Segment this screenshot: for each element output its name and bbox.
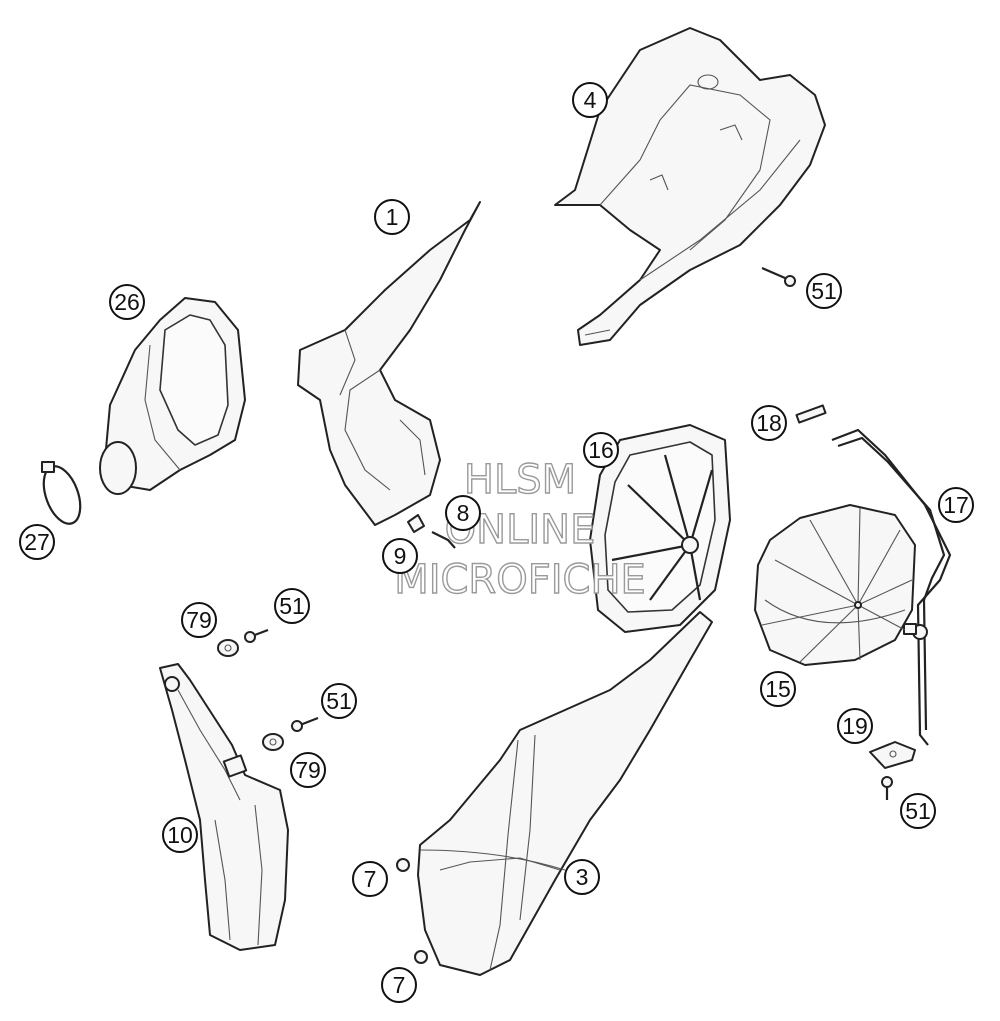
screw-51-middle[interactable]: [291, 716, 319, 732]
part-18-pin[interactable]: [795, 404, 827, 424]
callout-label: 51: [811, 278, 837, 304]
callout-label: 9: [394, 543, 407, 569]
callout-label: 27: [24, 529, 50, 555]
callout-label: 19: [842, 713, 868, 739]
part-9-clip[interactable]: [407, 514, 425, 533]
callout-51-bracket[interactable]: 51: [900, 793, 936, 829]
part-16-filter-cage[interactable]: [589, 424, 731, 633]
callout-7-lower[interactable]: 7: [381, 967, 417, 1003]
callout-label: 7: [393, 972, 406, 998]
part-26-filter-boot[interactable]: [99, 297, 246, 495]
part-17-filter-holder[interactable]: [831, 428, 952, 746]
callout-label: 1: [386, 204, 399, 230]
part-27-hose-clamp[interactable]: [37, 461, 88, 528]
part-19-bracket[interactable]: [869, 741, 916, 769]
callout-label: 79: [295, 757, 321, 783]
part-10-side-panel[interactable]: [159, 663, 289, 951]
screw-51-bracket[interactable]: [881, 776, 893, 800]
callout-79-lower[interactable]: 79: [290, 752, 326, 788]
callout-label: 17: [943, 492, 969, 518]
callout-16[interactable]: 16: [583, 432, 619, 468]
callout-label: 51: [279, 593, 305, 619]
screw-51-top[interactable]: [761, 266, 796, 287]
part-1-side-cover[interactable]: [297, 201, 481, 526]
callout-label: 18: [756, 410, 782, 436]
callout-18[interactable]: 18: [751, 405, 787, 441]
callout-label: 79: [186, 607, 212, 633]
callout-label: 4: [584, 87, 597, 113]
callout-19[interactable]: 19: [837, 708, 873, 744]
screw-51-upper[interactable]: [244, 628, 269, 643]
callout-label: 7: [364, 866, 377, 892]
callout-51-top[interactable]: 51: [806, 273, 842, 309]
washer-79-upper[interactable]: [217, 639, 239, 657]
callout-label: 8: [457, 500, 470, 526]
part-8-clip[interactable]: [431, 531, 456, 549]
part-3-side-panel[interactable]: [417, 611, 713, 976]
callout-label: 51: [905, 798, 931, 824]
callout-label: 15: [765, 676, 791, 702]
part-4-airbox-cover[interactable]: [554, 27, 826, 346]
washer-79-lower[interactable]: [262, 733, 284, 751]
callout-15[interactable]: 15: [760, 671, 796, 707]
callout-9[interactable]: 9: [382, 538, 418, 574]
callout-4[interactable]: 4: [572, 82, 608, 118]
watermark-line-1: HLSM: [464, 457, 576, 503]
callout-51-upper[interactable]: 51: [274, 588, 310, 624]
callout-label: 3: [576, 864, 589, 890]
callout-label: 16: [588, 437, 614, 463]
callout-51-middle[interactable]: 51: [321, 683, 357, 719]
callout-8[interactable]: 8: [445, 495, 481, 531]
callout-79-upper[interactable]: 79: [181, 602, 217, 638]
callout-1[interactable]: 1: [374, 199, 410, 235]
callout-label: 10: [167, 822, 193, 848]
callout-label: 26: [114, 289, 140, 315]
part-15-air-filter[interactable]: [754, 504, 916, 666]
callout-label: 51: [326, 688, 352, 714]
callout-7-upper[interactable]: 7: [352, 861, 388, 897]
watermark-line-3: MICROFICHE: [394, 557, 646, 603]
callout-17[interactable]: 17: [938, 487, 974, 523]
nut-7-lower[interactable]: [414, 950, 428, 964]
nut-7-upper[interactable]: [396, 858, 410, 872]
callout-10[interactable]: 10: [162, 817, 198, 853]
callout-27[interactable]: 27: [19, 524, 55, 560]
callout-26[interactable]: 26: [109, 284, 145, 320]
callout-3[interactable]: 3: [564, 859, 600, 895]
